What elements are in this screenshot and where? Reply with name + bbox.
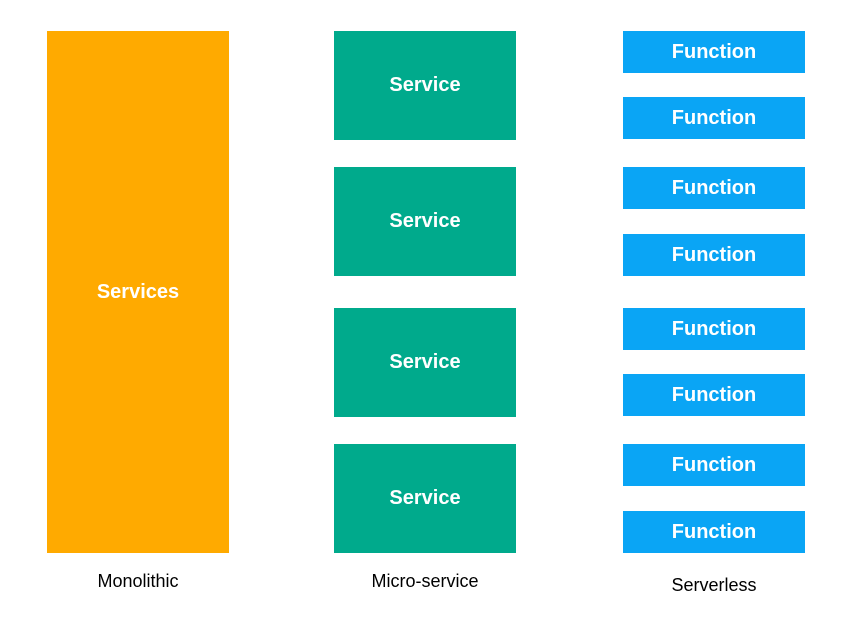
- microservice-block: Service: [334, 31, 516, 140]
- serverless-function-block: Function: [623, 234, 805, 276]
- function-block-label: Function: [671, 176, 757, 199]
- serverless-function-block: Function: [623, 31, 805, 73]
- serverless-function-block: Function: [623, 308, 805, 350]
- function-block-label: Function: [671, 383, 757, 406]
- monolithic-services-label: Services: [96, 280, 180, 303]
- function-block-label: Function: [671, 40, 757, 63]
- microservice-block-label: Service: [389, 351, 461, 373]
- microservice-block: Service: [334, 167, 516, 276]
- serverless-function-block: Function: [623, 511, 805, 553]
- function-block-label: Function: [671, 453, 757, 476]
- microservice-block: Service: [334, 308, 516, 417]
- function-block-label: Function: [671, 317, 757, 340]
- serverless-function-block: Function: [623, 374, 805, 416]
- serverless-caption: Serverless: [671, 575, 757, 595]
- microservice-block: Service: [334, 444, 516, 553]
- monolithic-caption: Monolithic: [97, 571, 179, 591]
- microservice-block-label: Service: [389, 210, 461, 232]
- function-block-label: Function: [671, 520, 757, 543]
- function-block-label: Function: [671, 243, 757, 266]
- monolithic-services-block: Services: [47, 31, 229, 553]
- serverless-function-block: Function: [623, 444, 805, 486]
- microservice-block-label: Service: [389, 487, 461, 509]
- function-block-label: Function: [671, 106, 757, 129]
- serverless-function-block: Function: [623, 97, 805, 139]
- serverless-function-block: Function: [623, 167, 805, 209]
- microservice-caption: Micro-service: [371, 571, 479, 591]
- microservice-block-label: Service: [389, 74, 461, 96]
